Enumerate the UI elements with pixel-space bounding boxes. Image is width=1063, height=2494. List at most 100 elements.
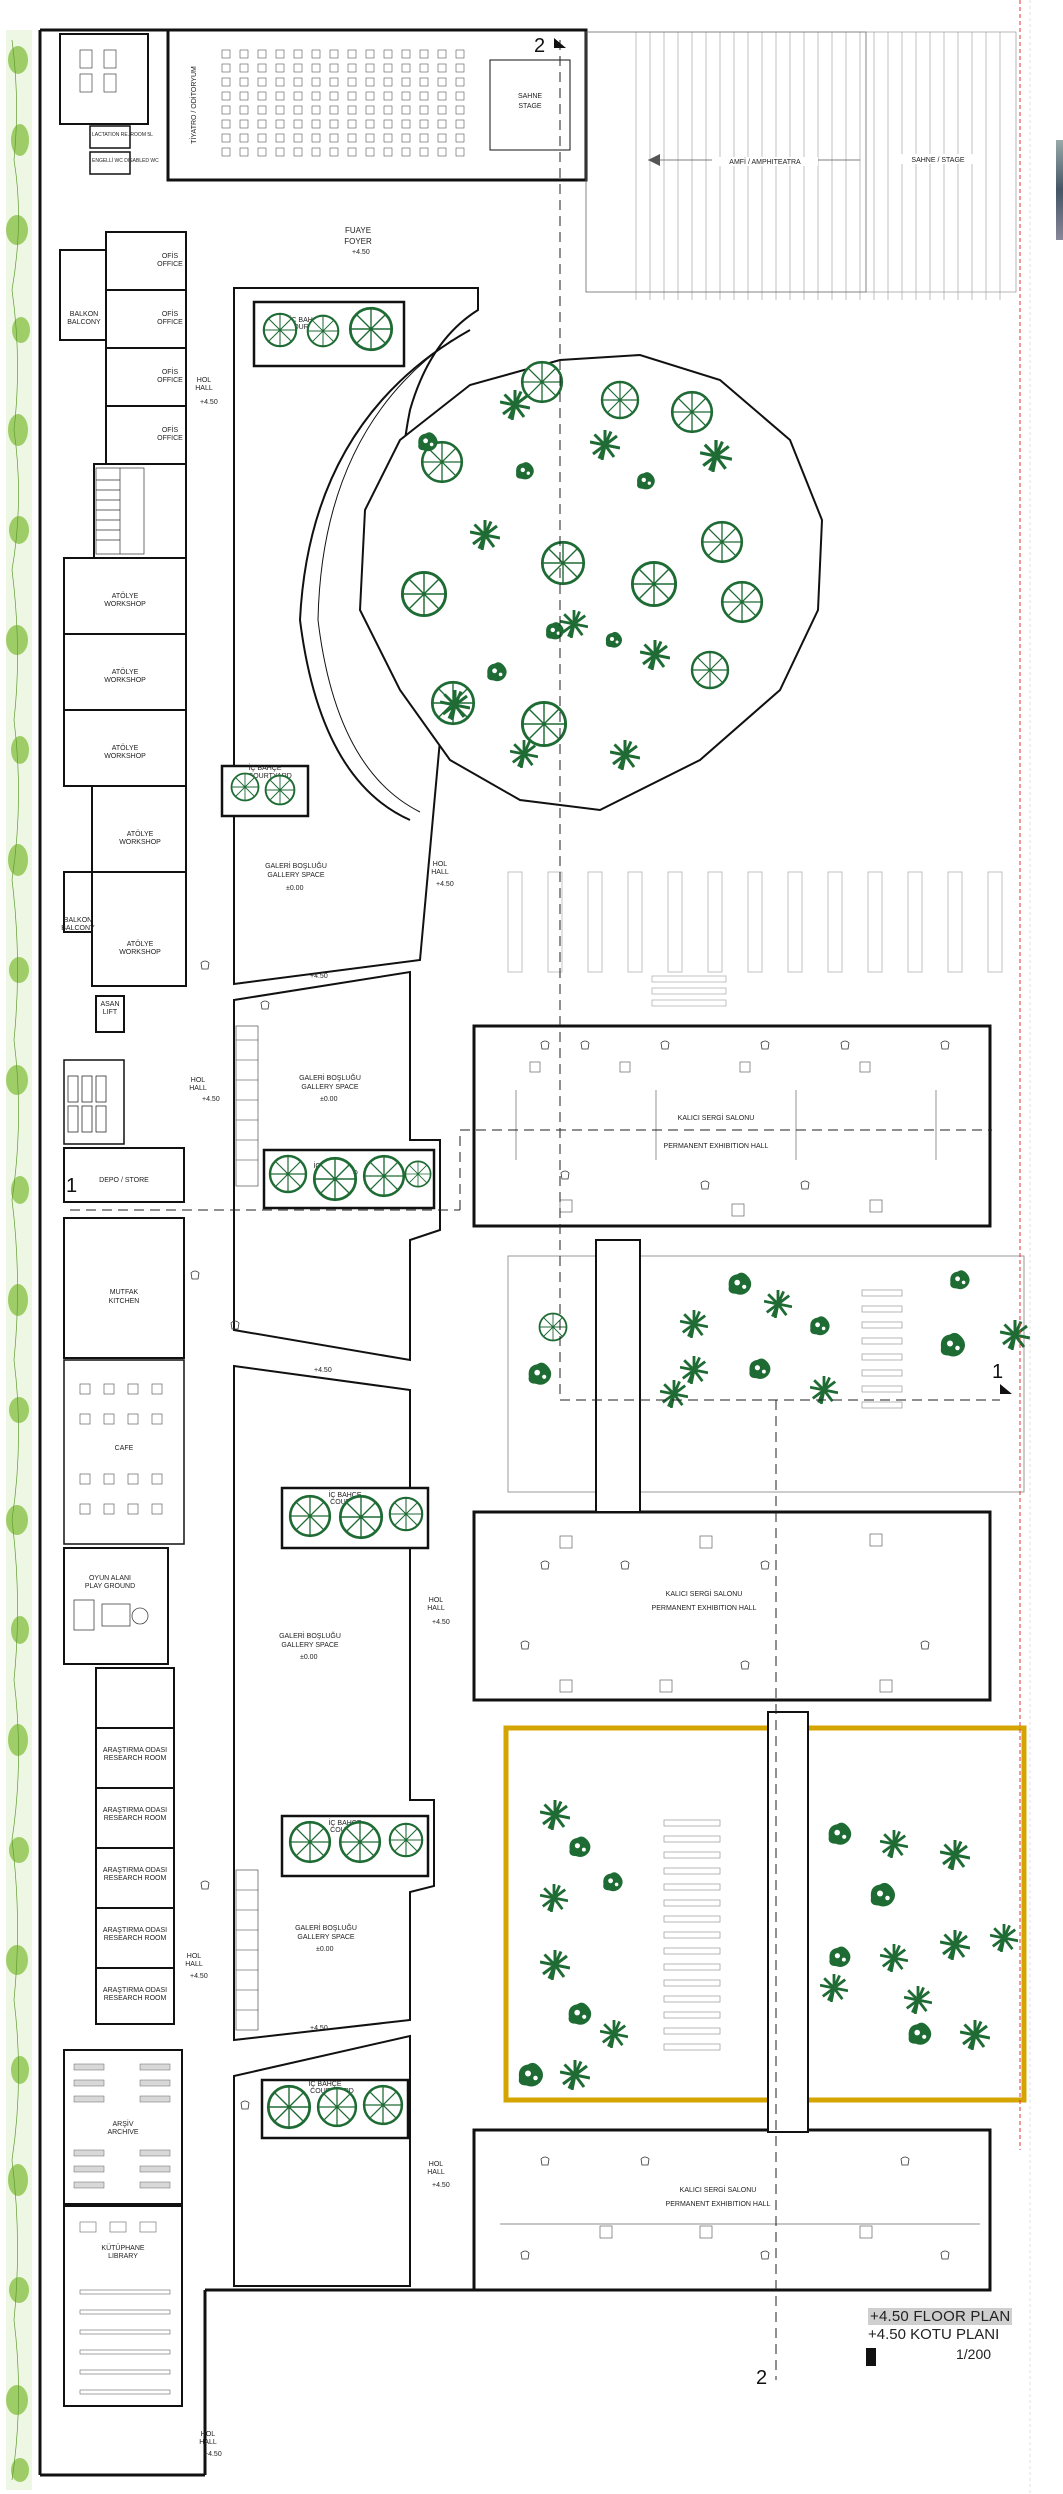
office-labels: OFİS OFFICE OFİS OFFICE OFİS OFFICE OFİS… (67, 251, 218, 442)
label-gallery-4: GALERİ BOŞLUĞU (295, 1923, 357, 1932)
label-workshop-1-en: WORKSHOP (104, 601, 146, 608)
label-research-5: ARAŞTIRMA ODASI (103, 1987, 167, 1994)
vegetation-strip (6, 30, 32, 2490)
label-stage-en: STAGE (518, 103, 542, 110)
label-workshop-4-en: WORKSHOP (119, 839, 161, 846)
label-exhibition-1-en: PERMANENT EXHIBITION HALL (664, 1143, 769, 1150)
label-disabled-wc: ENGELLİ WC DISABLED WC (92, 157, 159, 164)
label-office-3: OFİS (162, 367, 179, 376)
label-office-4-en: OFFICE (157, 435, 183, 442)
label-hall-6: HOL (201, 2431, 216, 2438)
label-office-1-en: OFFICE (157, 261, 183, 268)
label-foyer: FUAYE (345, 226, 371, 235)
label-courtyard-1: İÇ BAHÇE (289, 315, 322, 324)
label-gallery-3: GALERİ BOŞLUĞU (279, 1631, 341, 1640)
exhibition-furniture (500, 1061, 980, 2239)
label-office-2-en: OFFICE (157, 319, 183, 326)
label-workshop-1: ATÖLYE (112, 592, 139, 600)
service-rooms-top: LACTATION RE. ROOM 5L ENGELLİ WC DISABLE… (59, 33, 159, 175)
label-hall-3-en: HALL (185, 1961, 203, 1968)
label-exhibition-3: KALICI SERGİ SALONU (680, 2185, 757, 2194)
label-foyer-en: FOYER (344, 237, 372, 246)
section-lines (70, 40, 1000, 2380)
garden-band-1 (507, 1239, 1025, 1513)
label-gallery-1: GALERİ BOŞLUĞU (265, 861, 327, 870)
section-1-right: 1 (992, 1361, 1003, 1383)
level-gallery-4: ±0.00 (316, 1946, 334, 1953)
label-hall-2: HOL (191, 1077, 206, 1084)
label-gallery-4-en: GALLERY SPACE (297, 1934, 355, 1941)
label-office-3-en: OFFICE (157, 377, 183, 384)
depot-kitchen (63, 1147, 185, 1359)
label-depot: DEPO / STORE (99, 1177, 149, 1184)
level-hall-6: +4.50 (204, 2451, 222, 2458)
scale-marker (866, 2348, 876, 2366)
wc-block (63, 1059, 125, 1145)
label-hall-1-en: HALL (195, 385, 213, 392)
label-research-4: ARAŞTIRMA ODASI (103, 1927, 167, 1934)
stripes-area (507, 871, 1003, 1007)
label-hall-7: HOL (433, 861, 448, 868)
plan-title-tr: +4.50 KOTU PLANI (868, 2326, 1000, 2343)
label-library: KÜTÜPHANE (101, 2244, 145, 2252)
label-theatre: TİYATRO / ODİTORYUM (189, 66, 198, 144)
plan-scale: 1/200 (956, 2346, 992, 2362)
label-research-1: ARAŞTIRMA ODASI (103, 1747, 167, 1754)
amphitheatre-block: AMFİ / AMPHITEATRA SAHNE / STAGE (585, 31, 1017, 300)
label-play-en: PLAY GROUND (85, 1583, 135, 1590)
section-markers: 1 1 2 2 (66, 35, 1012, 2389)
label-hall-6-en: HALL (199, 2439, 217, 2446)
label-amphi: AMFİ / AMPHITEATRA (729, 157, 801, 166)
label-kitchen-en: KITCHEN (109, 1298, 140, 1305)
level-hall-7: +4.50 (436, 881, 454, 888)
level-hall-5: +4.50 (432, 2182, 450, 2189)
label-amphi-stage: SAHNE / STAGE (911, 157, 964, 164)
label-library-en: LIBRARY (108, 2253, 138, 2260)
label-exhibition-3-en: PERMANENT EXHIBITION HALL (666, 2201, 771, 2208)
label-lactation: LACTATION RE. ROOM 5L (92, 132, 153, 138)
label-courtyard-6: İÇ BAHÇE (308, 2079, 341, 2088)
gallery-labels: GALERİ BOŞLUĞU GALLERY SPACE ±0.00 GALER… (265, 861, 361, 2032)
label-courtyard-4: İÇ BAHÇE (328, 1490, 361, 1499)
label-gallery-3-en: GALLERY SPACE (281, 1642, 339, 1649)
section-2-top: 2 (534, 35, 545, 57)
level-foyer: +4.50 (352, 249, 370, 256)
label-workshop-5-en: WORKSHOP (119, 949, 161, 956)
level-bridge-3: +4.50 (310, 2025, 328, 2032)
level-bridge-2: +4.50 (314, 1367, 332, 1374)
research-labels: ARAŞTIRMA ODASI RESEARCH ROOM ARAŞTIRMA … (103, 1747, 208, 2002)
level-hall-3: +4.50 (190, 1973, 208, 1980)
label-courtyard-5: İÇ BAHÇE (328, 1818, 361, 1827)
label-gallery-2-en: GALLERY SPACE (301, 1084, 359, 1091)
level-hall-4: +4.50 (432, 1619, 450, 1626)
label-kitchen: MUTFAK (110, 1289, 139, 1296)
label-balcony-1: BALKON (70, 311, 98, 318)
workshops (63, 557, 187, 1033)
stair-1 (95, 467, 145, 555)
label-hall-3: HOL (187, 1953, 202, 1960)
label-exhibition-1: KALICI SERGİ SALONU (678, 1113, 755, 1122)
offices (59, 231, 187, 559)
label-cafe: CAFE (115, 1445, 134, 1452)
label-play: OYUN ALANI (89, 1575, 131, 1582)
label-lift: ASAN (100, 1001, 119, 1008)
section-1-left: 1 (66, 1175, 77, 1197)
label-hall-1: HOL (197, 377, 212, 384)
label-research-2-en: RESEARCH ROOM (104, 1815, 167, 1822)
exhibition-halls (472, 1024, 992, 2292)
title-block: +4.50 FLOOR PLAN +4.50 KOTU PLANI 1/200 (866, 2300, 1056, 2410)
label-workshop-5: ATÖLYE (127, 940, 154, 948)
label-courtyard-2-en: COURTYARD (248, 773, 292, 780)
label-office-4: OFİS (162, 425, 179, 434)
label-archive-en: ARCHIVE (107, 2129, 138, 2136)
section-2-bottom: 2 (756, 2367, 767, 2389)
workshop-labels: ATÖLYE WORKSHOP ATÖLYE WORKSHOP ATÖLYE W… (61, 592, 161, 1016)
label-research-2: ARAŞTIRMA ODASI (103, 1807, 167, 1814)
label-balcony-1-en: BALCONY (67, 319, 101, 326)
label-gallery-1-en: GALLERY SPACE (267, 872, 325, 879)
label-stage: SAHNE (518, 93, 542, 100)
label-exhibition-2-en: PERMANENT EXHIBITION HALL (652, 1605, 757, 1612)
side-thumbnail (1056, 140, 1063, 240)
label-hall-2-en: HALL (189, 1085, 207, 1092)
